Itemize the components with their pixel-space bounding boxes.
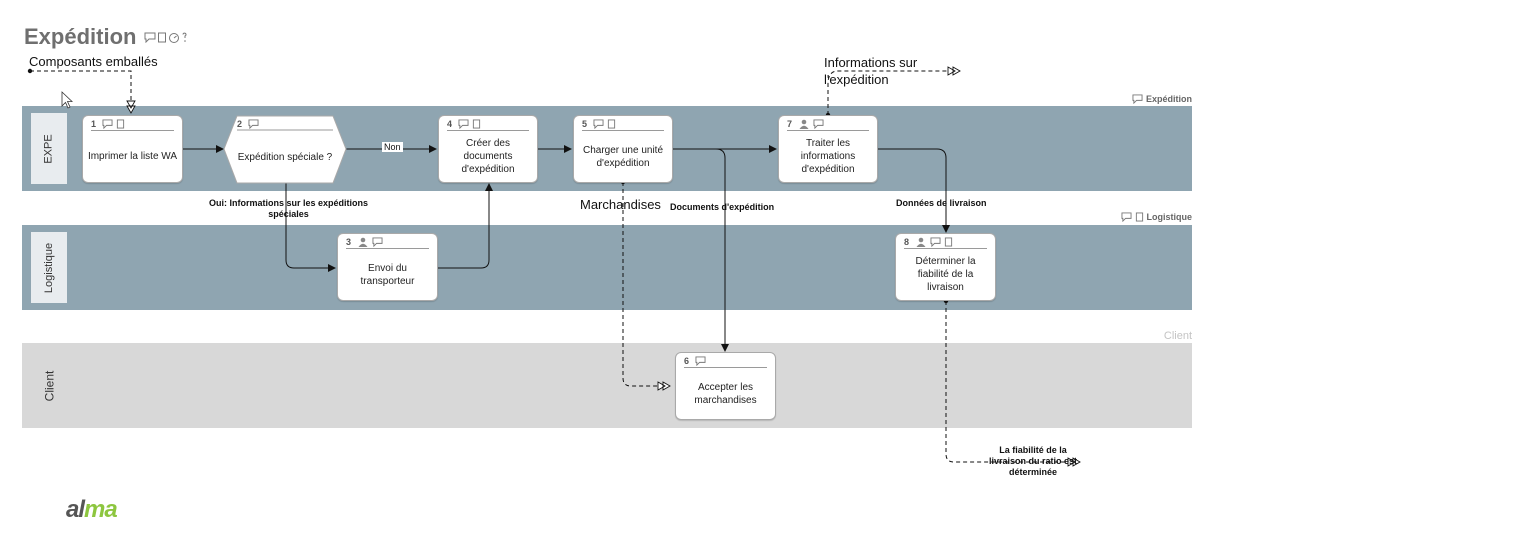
flow-goods <box>622 182 658 387</box>
step-label: Créer des documents d'expédition <box>461 138 515 175</box>
step-label: Envoi du transporteur <box>360 262 415 287</box>
open-arrow-icon <box>126 100 136 114</box>
flow-dot <box>27 68 33 74</box>
flow-5-6 <box>715 148 729 352</box>
comment-icon <box>1121 212 1131 222</box>
flow-3-4 <box>438 183 493 269</box>
document-icon <box>472 119 481 129</box>
flow-input <box>30 70 132 108</box>
step-8[interactable]: 8 Déterminer la fiabilité de la livraiso… <box>895 233 996 301</box>
lane-tag-expedition: Expédition <box>1132 94 1192 104</box>
step-6[interactable]: 6 Accepter les marchandises <box>675 352 776 420</box>
flow-label-input: Composants emballés <box>29 54 158 69</box>
document-icon <box>116 119 125 129</box>
lane-label: Client <box>31 350 67 421</box>
open-arrow-icon <box>657 381 671 391</box>
decision-shape <box>223 115 347 184</box>
open-arrow-icon <box>947 66 961 76</box>
flow-result <box>945 301 1068 463</box>
flow-label-docs: Documents d'expédition <box>670 202 775 212</box>
comment-icon <box>102 119 113 129</box>
lane-label: Logistique <box>31 232 67 303</box>
comment-icon <box>930 237 941 247</box>
people-icon <box>916 237 926 247</box>
lane-label: EXPE <box>31 113 67 184</box>
alma-logo: alma <box>66 496 118 523</box>
flow-label-output-info: Informations sur l'expédition <box>824 55 918 87</box>
step-label: Charger une unité d'expédition <box>582 144 664 169</box>
flow-label-delivery-data: Données de livraison <box>896 198 987 208</box>
step-5[interactable]: 5 Charger une unité d'expédition <box>573 115 673 183</box>
document-icon <box>1135 212 1143 222</box>
step-label: Traiter les informations d'expédition <box>800 138 856 175</box>
step-label: Déterminer la fiabilité de la livraison <box>915 256 976 293</box>
document-icon <box>944 237 953 247</box>
document-icon <box>607 119 616 129</box>
gauge-icon[interactable] <box>168 32 180 43</box>
lane-tag-client: Client <box>1163 330 1192 342</box>
lane-logistique: Logistique <box>22 225 1192 310</box>
flow-7-8 <box>878 148 950 233</box>
lane-client: Client <box>22 343 1192 428</box>
comment-icon <box>593 119 604 129</box>
comment-icon <box>248 118 259 129</box>
step-label: Accepter les marchandises <box>694 381 757 406</box>
step-7[interactable]: 7 Traiter les informations d'expédition <box>778 115 878 183</box>
step-3[interactable]: 3 Envoi du transporteur <box>337 233 438 301</box>
step-2[interactable]: Expédition spéciale ? <box>237 151 333 163</box>
open-arrow-icon <box>1067 457 1081 467</box>
title-icons <box>144 32 188 43</box>
step-1[interactable]: 1 Imprimer la liste WA <box>82 115 183 183</box>
info-icon[interactable] <box>181 32 188 43</box>
flow-label-result: La fiabilité de la livraison du ratio es… <box>988 445 1078 477</box>
flow-label-goods: Marchandises <box>580 197 661 212</box>
people-icon <box>358 237 368 247</box>
comment-icon <box>695 356 706 366</box>
step-2-head: 2 <box>237 117 333 130</box>
flow-label-yes: Oui: Informations sur les expéditions sp… <box>208 198 369 219</box>
people-icon <box>799 119 809 129</box>
cursor-icon <box>61 91 74 109</box>
document-icon[interactable] <box>157 32 167 43</box>
comment-icon <box>1132 94 1143 104</box>
page-title: Expédition <box>24 24 137 49</box>
flow-2-3 <box>285 183 336 272</box>
comment-icon <box>458 119 469 129</box>
comment-icon <box>372 237 383 247</box>
step-4[interactable]: 4 Créer des documents d'expédition <box>438 115 538 183</box>
flow-output <box>827 70 948 115</box>
step-label: Imprimer la liste WA <box>87 151 178 162</box>
comment-icon[interactable] <box>144 32 156 43</box>
comment-icon <box>813 119 824 129</box>
lane-tag-logistique: Logistique <box>1121 212 1192 222</box>
flow-label-no: Non <box>382 142 403 152</box>
